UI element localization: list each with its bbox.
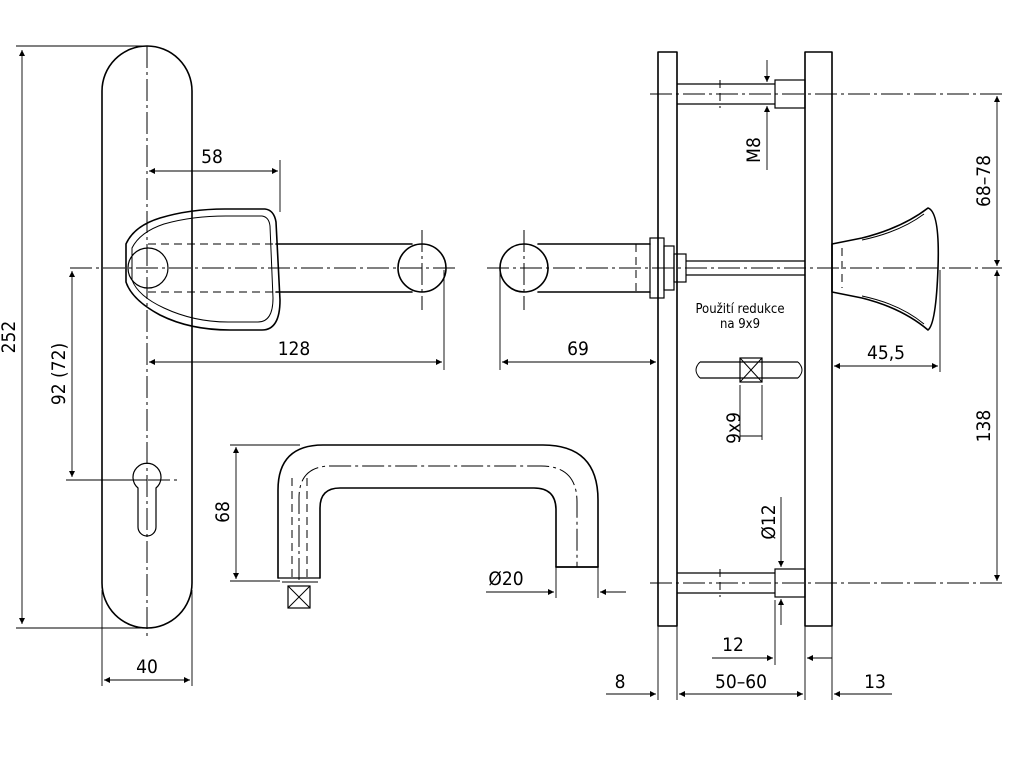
label-overall-height: 252 [0,321,20,354]
dim-knob-length: 45,5 [834,270,941,372]
bottom-bolt [650,568,1002,598]
label-bolt-spacing-bottom: 138 [973,410,995,443]
spindle-lever-side [499,230,805,310]
outer-plate-side [804,51,833,627]
note-reduction-line1: Použití redukce [695,302,784,317]
label-knob-length: 45,5 [867,342,905,364]
label-door-thickness: 50–60 [715,671,767,693]
dim-handle-length: 128 [149,270,445,370]
label-u-handle-diameter: Ø20 [488,568,523,590]
dim-u-handle-diameter: Ø20 [486,567,626,598]
dim-bolt-spacing-bottom: 138 [973,270,1000,581]
top-bolt [650,79,1002,109]
dim-u-handle-height: 68 [212,444,300,582]
lever-handle-front [125,208,447,331]
label-plate-width: 40 [136,656,158,678]
label-screw-thread: M8 [743,137,765,163]
dim-overall-height: 252 [0,45,150,629]
label-spindle-square: 9x9 [723,412,745,444]
label-rose-offset: 69 [567,338,589,360]
dim-screw-thread: M8 [743,60,770,170]
dim-bolt-spacing-top: 68–78 [973,96,1000,266]
inner-plate-side [657,51,678,627]
dim-plate-width: 40 [101,590,193,686]
label-bolt-spacing-top: 68–78 [973,155,995,207]
dim-bolt-flange: 12 [712,600,832,665]
dim-thickness-chain: 8 50–60 13 [606,626,892,700]
label-bolt-diameter: Ø12 [758,504,780,539]
u-handle-view: 68 Ø20 [212,444,626,609]
dim-bolt-diameter: Ø12 [758,497,784,625]
reduction-detail: 9x9 Použití redukce na 9x9 [695,302,803,444]
u-handle-spindle-square [287,585,311,609]
label-bolt-flange: 12 [722,634,744,656]
label-outer-plate-thickness: 13 [864,671,886,693]
label-handle-length: 128 [278,338,311,360]
side-view: 9x9 Použití redukce na 9x9 M8 68–78 138 … [487,51,1002,700]
label-u-handle-height: 68 [212,501,234,523]
note-reduction-line2: na 9x9 [720,317,760,332]
dim-pitch: 92 (72) [48,271,147,481]
dim-rose-offset: 69 [499,270,656,370]
label-pitch: 92 (72) [48,343,70,405]
label-handle-offset: 58 [201,146,223,168]
front-plate-view: 252 40 58 128 92 (72) [0,45,455,686]
label-plate-thickness: 8 [615,671,626,693]
dim-handle-offset: 58 [149,146,281,212]
knob-side [831,207,940,331]
